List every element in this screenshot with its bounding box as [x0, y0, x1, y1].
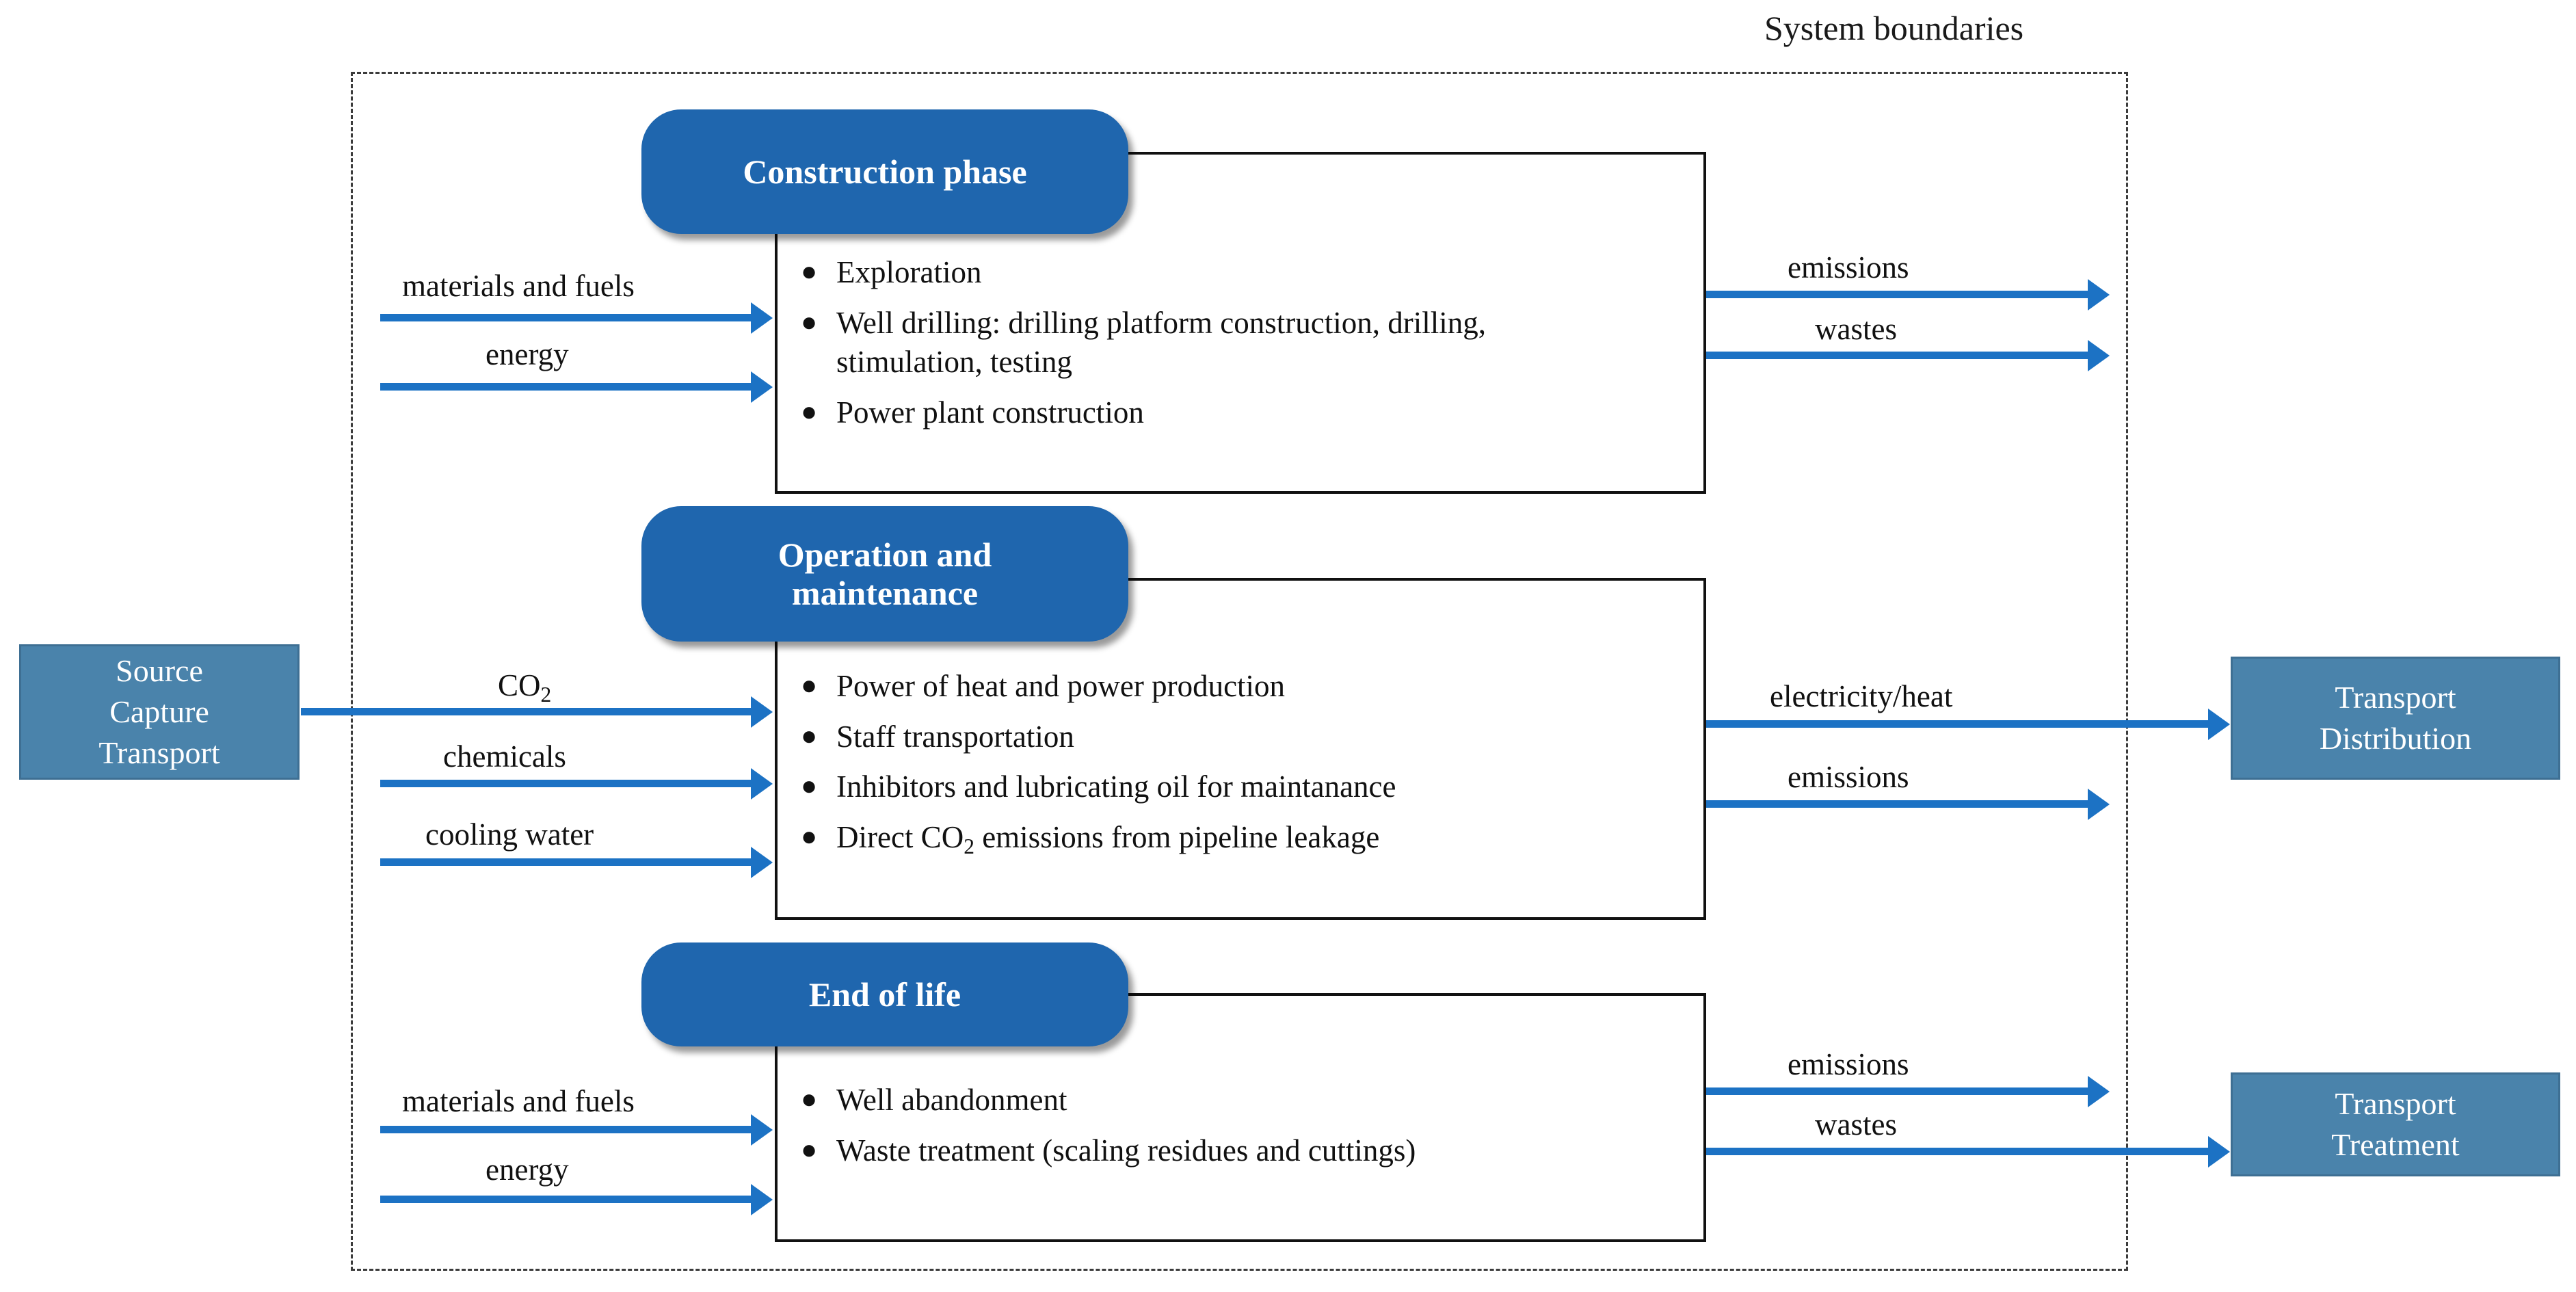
- bullet-icon: ●: [801, 395, 818, 427]
- end-of-life-bullet-1: Well abandonment: [836, 1083, 1067, 1117]
- construction-input-label-2: energy: [486, 337, 569, 371]
- end-of-life-pill: End of life: [641, 942, 1128, 1046]
- operation-input-label-2: chemicals: [443, 739, 566, 774]
- list-item: ● Well drilling: drilling platform const…: [797, 304, 1686, 382]
- construction-bullet-3: Power plant construction: [836, 395, 1144, 430]
- operation-output-label-2: emissions: [1788, 760, 1909, 794]
- construction-bullet-2: Well drilling: drilling platform constru…: [836, 305, 1486, 380]
- operation-bullet-2: Staff transportation: [836, 719, 1074, 754]
- construction-output-label-2: wastes: [1815, 312, 1897, 346]
- construction-input-arrow-1: [380, 314, 752, 321]
- bullet-icon: ●: [801, 306, 818, 337]
- end-of-life-bullet-list: ● Well abandonment ● Waste treatment (sc…: [797, 1081, 1686, 1181]
- operation-input-arrow-2: [380, 780, 752, 787]
- operation-input-arrow-3: [380, 858, 752, 866]
- end-of-life-output-label-1: emissions: [1788, 1047, 1909, 1081]
- bullet-icon: ●: [801, 1133, 818, 1165]
- system-boundary-rect: [351, 72, 2128, 1271]
- operation-input-label-3: cooling water: [425, 817, 594, 852]
- end-of-life-input-label-2: energy: [486, 1152, 569, 1187]
- list-item: ● Staff transportation: [797, 717, 1686, 757]
- source-capture-transport-line-2: Capture: [109, 694, 209, 730]
- end-of-life-input-arrow-2: [380, 1196, 752, 1203]
- list-item: ● Waste treatment (scaling residues and …: [797, 1131, 1686, 1171]
- construction-output-arrow-2: [1706, 352, 2089, 359]
- operation-maintenance-pill: Operation and maintenance: [641, 506, 1128, 642]
- source-capture-transport-line-3: Transport: [98, 735, 220, 770]
- construction-output-label-1: emissions: [1788, 250, 1909, 285]
- operation-bullet-3: Inhibitors and lubricating oil for maint…: [836, 769, 1396, 804]
- end-of-life-input-arrow-1: [380, 1126, 752, 1133]
- construction-process-box: [775, 152, 1706, 494]
- construction-phase-pill: Construction phase: [641, 109, 1128, 234]
- list-item: ● Exploration: [797, 253, 1686, 293]
- operation-input-arrow-1: [301, 708, 752, 715]
- list-item: ● Well abandonment: [797, 1081, 1686, 1120]
- system-boundaries-label: System boundaries: [1764, 9, 2024, 47]
- end-of-life-title: End of life: [808, 975, 961, 1014]
- bullet-icon: ●: [801, 770, 818, 802]
- list-item: ● Direct CO2 emissions from pipeline lea…: [797, 818, 1686, 860]
- transport-distribution-line-2: Distribution: [2319, 721, 2472, 756]
- construction-output-arrow-1: [1706, 291, 2089, 298]
- bullet-icon: ●: [801, 256, 818, 287]
- operation-maintenance-title-line-2: maintenance: [791, 574, 979, 612]
- operation-input-label-1: CO2: [498, 668, 552, 707]
- bullet-icon: ●: [801, 670, 818, 700]
- transport-treatment-line-1: Transport: [2335, 1086, 2456, 1122]
- bullet-icon: ●: [801, 820, 818, 852]
- transport-treatment-line-2: Treatment: [2331, 1127, 2460, 1162]
- operation-output-arrow-2: [1706, 800, 2089, 808]
- construction-input-arrow-2: [380, 383, 752, 391]
- list-item: ● Power plant construction: [797, 393, 1686, 433]
- operation-output-arrow-1: [1706, 720, 2209, 728]
- end-of-life-output-arrow-2: [1706, 1148, 2209, 1155]
- operation-bullet-list: ● Power of heat and power production ● S…: [797, 667, 1686, 871]
- transport-distribution-box: Transport Distribution: [2231, 657, 2560, 780]
- operation-maintenance-title-line-1: Operation and: [778, 536, 992, 574]
- construction-bullet-1: Exploration: [836, 255, 982, 289]
- end-of-life-output-label-2: wastes: [1815, 1107, 1897, 1142]
- source-capture-transport-box: Source Capture Transport: [19, 644, 300, 780]
- end-of-life-output-arrow-1: [1706, 1087, 2089, 1095]
- bullet-icon: ●: [801, 1083, 818, 1114]
- operation-bullet-1: Power of heat and power production: [836, 669, 1286, 703]
- construction-bullet-list: ● Exploration ● Well drilling: drilling …: [797, 253, 1686, 443]
- construction-input-label-1: materials and fuels: [402, 269, 635, 303]
- end-of-life-bullet-2: Waste treatment (scaling residues and cu…: [836, 1133, 1416, 1168]
- bullet-icon: ●: [801, 720, 818, 751]
- list-item: ● Inhibitors and lubricating oil for mai…: [797, 767, 1686, 807]
- transport-distribution-line-1: Transport: [2335, 680, 2456, 715]
- list-item: ● Power of heat and power production: [797, 667, 1686, 707]
- construction-phase-title: Construction phase: [743, 153, 1027, 191]
- source-capture-transport-line-1: Source: [116, 653, 203, 689]
- transport-treatment-box: Transport Treatment: [2231, 1072, 2560, 1176]
- end-of-life-input-label-1: materials and fuels: [402, 1084, 635, 1118]
- operation-bullet-4: Direct CO2 emissions from pipeline leaka…: [836, 819, 1380, 858]
- operation-output-label-1: electricity/heat: [1770, 679, 1953, 713]
